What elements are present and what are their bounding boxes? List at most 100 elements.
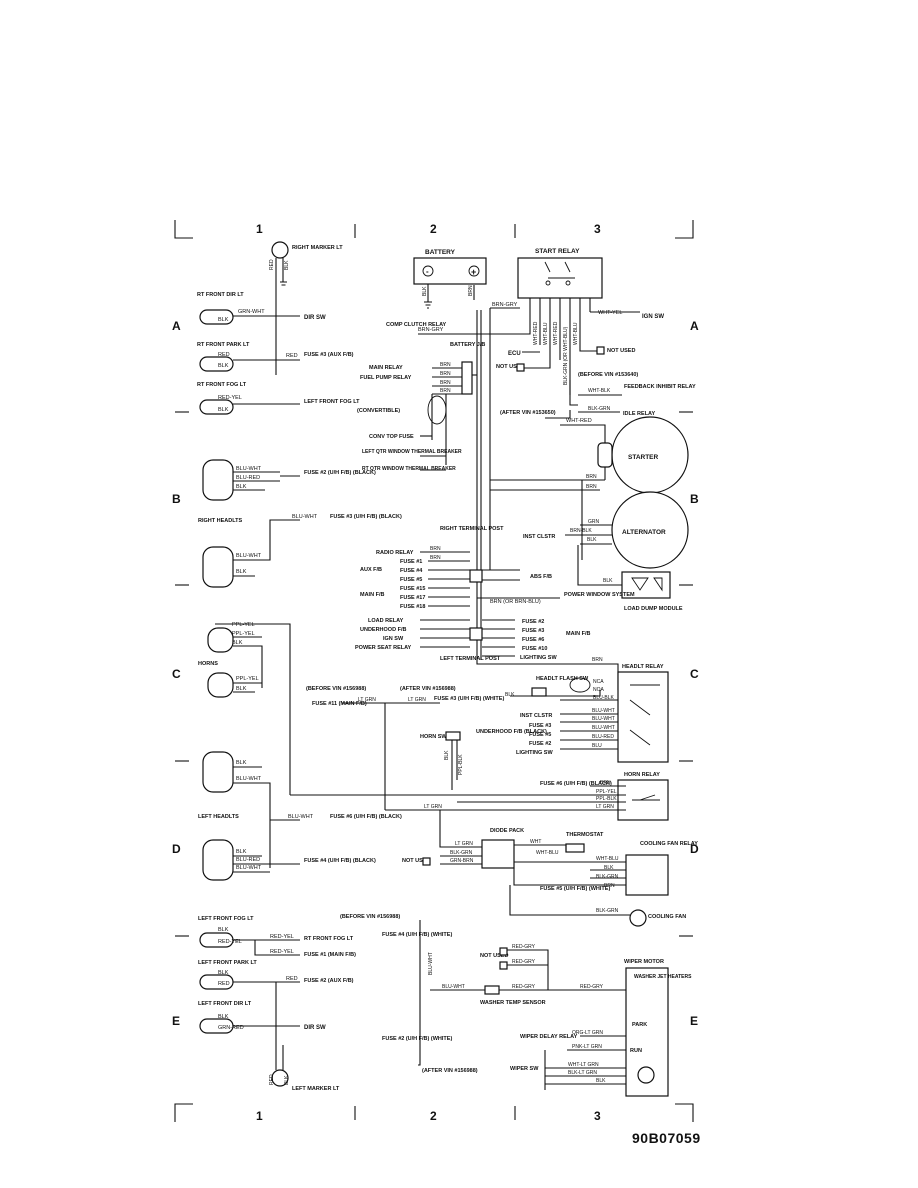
- fuse6-uh-black: FUSE #6 (U/H F/B) (BLACK): [540, 781, 612, 787]
- inst-clstr-label: INST CLSTR: [523, 534, 555, 540]
- lfd-grnred: GRN-RED: [218, 1025, 244, 1031]
- relay-wire-1: WHT-RED: [533, 321, 539, 345]
- lff-blk: BLK: [218, 927, 229, 933]
- rtdir-wire-blk: BLK: [218, 317, 229, 323]
- relay-wire-4: BLK-GRN (OR WHT-BLU): [563, 326, 569, 385]
- lfp-red: RED: [218, 981, 230, 987]
- flash-wire-blublk: BLU-BLK: [593, 695, 615, 701]
- before-vin-2: (BEFORE VIN #156988): [340, 914, 400, 920]
- fuse3-wire: RED: [286, 353, 298, 359]
- battery-body: [413, 257, 487, 285]
- alternator: ALTERNATOR INST CLSTR GRN BRN-BLK BLK BL…: [523, 491, 689, 586]
- relay-wire-3: WHT-RED: [553, 321, 559, 345]
- horn-wire-2: PPL-YEL: [232, 631, 255, 637]
- f11-wire: LT GRN: [358, 697, 376, 703]
- wd-wire-2: PNK-LT GRN: [572, 1044, 602, 1050]
- fuse2-uh-black: FUSE #2 (U/H F/B) (BLACK): [304, 470, 376, 476]
- before-vin-156988: (BEFORE VIN #156988): [306, 686, 366, 692]
- right-marker-red: RED: [269, 259, 275, 270]
- idle-relay-label: IDLE RELAY: [623, 411, 656, 417]
- horn-wire-5: BLK: [236, 686, 247, 692]
- noa-label: NOA: [593, 687, 605, 693]
- battery-jb: BATTERY J/B MAIN RELAY FUEL PUMP RELAY B…: [357, 342, 485, 472]
- alternator-body: [611, 491, 689, 569]
- frame-brackets: [174, 220, 694, 1122]
- after-vin-153650: (AFTER VIN #153650): [500, 410, 556, 416]
- ur-fuse5: FUSE #5: [529, 732, 551, 738]
- before-vin-153640: (BEFORE VIN #153640): [578, 372, 638, 378]
- load-dump-module: LOAD DUMP MODULE: [621, 571, 683, 612]
- fuse11-label: FUSE #11 (MAIN F/B): [312, 701, 367, 707]
- ur-lighting: LIGHTING SW: [516, 750, 553, 756]
- lm-red: RED: [269, 1074, 275, 1085]
- horn-relay: HORN RELAY FUSE #6 (U/H F/B) (BLACK) BRN…: [290, 772, 669, 821]
- cf-wire-2: BLK: [604, 865, 614, 871]
- horn-sw-label: HORN SW: [420, 734, 447, 740]
- cf-wire-3: BLK-GRN: [596, 874, 619, 880]
- fuse4-uh-white: FUSE #4 (U/H F/B) (WHITE): [382, 932, 452, 938]
- lt-fuse3: FUSE #3: [522, 628, 544, 634]
- row-label-b-right: B: [690, 492, 699, 506]
- lh-wire-1: BLK: [236, 760, 247, 766]
- comp-clutch-label: COMP CLUTCH RELAY: [386, 322, 447, 328]
- load-relay-label: LOAD RELAY: [368, 618, 404, 624]
- row-label-e-left: E: [172, 1014, 180, 1028]
- feedback-wire: WHT-BLK: [588, 388, 611, 394]
- lh-wire-2: BLU-WHT: [236, 776, 262, 782]
- lfp-label: LEFT FRONT PARK LT: [198, 960, 257, 966]
- ws-wire-3: BLK: [596, 1078, 606, 1084]
- right-marker-blk: BLK: [284, 260, 290, 270]
- washer-jet-label: WASHER JET HEATERS: [634, 974, 692, 980]
- left-front-lights: LEFT FRONT FOG LT BLK RED-YEL RED-YEL RT…: [198, 916, 356, 1092]
- row-label-a-left: A: [172, 319, 181, 333]
- diode-thermostat: DIODE PACK THERMOSTAT WHT WHT-BLU LT GRN…: [402, 810, 698, 927]
- rh-wire-1: BLU-WHT: [236, 466, 262, 472]
- battery-pos-wire: BRN: [468, 285, 474, 296]
- lm-blk: BLK: [284, 1075, 290, 1085]
- lh-wire-4: BLK: [236, 849, 247, 855]
- hr-wire-2: BLU-WHT: [592, 716, 615, 722]
- wiper-sw-label: WIPER SW: [510, 1066, 539, 1072]
- row-label-c-left: C: [172, 667, 181, 681]
- figure-code: 90B07059: [632, 1130, 701, 1146]
- rt-front-fog: RT FRONT FOG LT RED-YEL BLK LEFT FRONT F…: [197, 382, 360, 415]
- lt-brn: BRN: [592, 657, 603, 663]
- row-label-d-right: D: [690, 842, 699, 856]
- left-marker-label: LEFT MARKER LT: [292, 1086, 340, 1092]
- main-trunk: [473, 285, 520, 660]
- wd-wire: ORG-LT GRN: [572, 1030, 603, 1036]
- alt-wire-brnblk: BRN-BLK: [570, 528, 592, 534]
- alt-wire-grn: GRN: [588, 519, 600, 525]
- not-used-3: NOT USED: [402, 858, 430, 864]
- ww-wire-3: RED-GRY: [512, 984, 536, 990]
- rh-wire-5: BLK: [236, 569, 247, 575]
- horns-label: HORNS: [198, 661, 218, 667]
- horns: PPL-YEL PPL-YEL BLK HORNS PPL-YEL BLK: [198, 622, 291, 795]
- fuse1-main: FUSE #1 (MAIN F/B): [304, 952, 356, 958]
- right-terminal-label: RIGHT TERMINAL POST: [440, 526, 504, 532]
- fuel-pump-relay-label: FUEL PUMP RELAY: [360, 375, 412, 381]
- battery: BATTERY - + BLK BRN: [413, 249, 487, 309]
- lfd-label: LEFT FRONT DIR LT: [198, 1001, 252, 1007]
- horn-wire-pplblk: PPL-BLK: [596, 796, 617, 802]
- horn-wire-pplyel: PPL-YEL: [596, 789, 617, 795]
- relay-wire-6: BRN-GRY: [492, 302, 518, 308]
- starter-wire-brn: BRN: [586, 474, 597, 480]
- left-terminal-area: LOAD RELAY UNDERHOOD F/B IGN SW POWER SE…: [355, 618, 619, 690]
- rt-front-fog-label: RT FRONT FOG LT: [197, 382, 247, 388]
- abs-fb-label: ABS F/B: [530, 574, 552, 580]
- left-headlights: BLK BLU-WHT LEFT HEADLTS BLU-WHT FUSE #6…: [198, 751, 402, 881]
- ign-sw-label-2: IGN SW: [383, 636, 404, 642]
- thermo-wire-2: WHT-BLU: [536, 850, 559, 856]
- jb-wire-2: BRN: [440, 371, 451, 377]
- col-label-2-top: 2: [430, 222, 437, 236]
- rtfog-wire: RED-YEL: [218, 395, 242, 401]
- lh-wire-6: BLU-WHT: [236, 865, 262, 871]
- fuse2-uh-white: FUSE #2 (U/H F/B) (WHITE): [382, 1036, 452, 1042]
- washer-temp-label: WASHER TEMP SENSOR: [480, 1000, 546, 1006]
- horn-wire-3: BLK: [232, 640, 243, 646]
- fuse4-left: FUSE #4 (U/H F/B) (BLACK): [304, 858, 376, 864]
- rh-wire-3: BLK: [236, 484, 247, 490]
- rtdir-wire: GRN-WHT: [238, 309, 265, 315]
